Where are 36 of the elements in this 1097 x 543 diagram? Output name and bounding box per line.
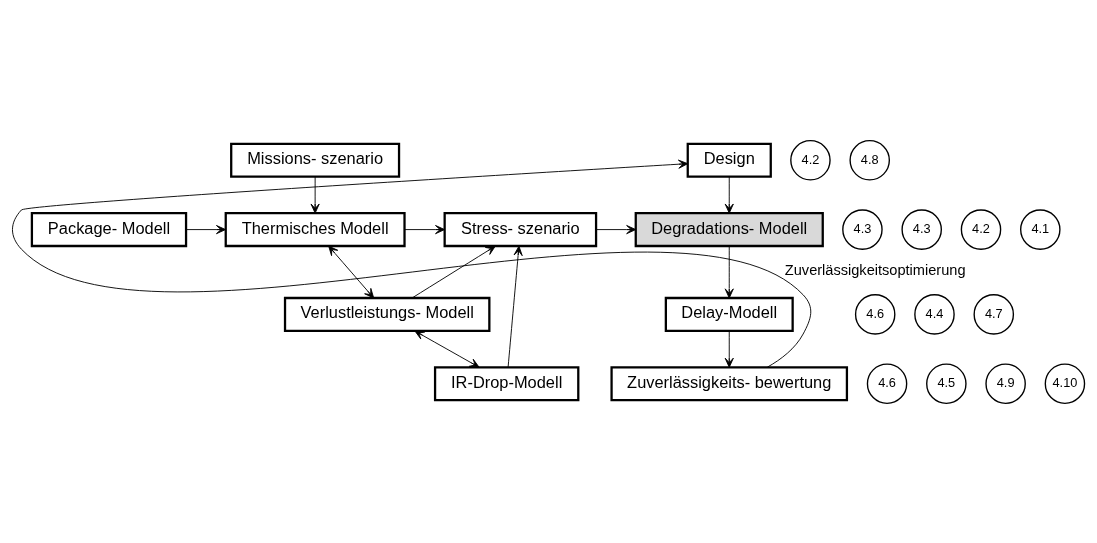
node-box: Package- Modell <box>30 211 188 247</box>
arrow <box>724 175 734 214</box>
arrow <box>414 330 480 368</box>
arrow <box>404 224 446 234</box>
arrow <box>507 245 523 367</box>
node-box: Degradations- Modell <box>634 211 824 247</box>
node-box: Missions- szenario <box>230 142 401 178</box>
arrow <box>411 245 496 298</box>
node-circle: 4.6 <box>854 293 896 335</box>
node-box: Verlustleistungs- Modell <box>283 296 491 332</box>
node-circle: 4.7 <box>973 293 1015 335</box>
node-box: IR-Drop-Modell <box>433 365 580 401</box>
node-circle: 4.2 <box>960 208 1002 250</box>
edge-label: Zuverlässigkeitsoptimierung <box>784 261 966 278</box>
node-circle: 4.3 <box>842 208 883 250</box>
node-box: Zuverlässigkeits- bewertung <box>610 365 849 401</box>
node-circle: 4.8 <box>849 139 890 181</box>
node-circle: 4.9 <box>985 362 1026 404</box>
node-box: Delay-Modell <box>664 296 794 332</box>
node-circle: 4.2 <box>790 139 831 181</box>
arrow <box>328 245 375 298</box>
node-circle: 4.6 <box>866 362 908 404</box>
arrow <box>595 224 637 234</box>
node-circle: 4.4 <box>914 293 955 335</box>
arrow <box>185 224 226 234</box>
node-circle: 4.1 <box>1020 208 1061 250</box>
node-box: Thermisches Modell <box>224 211 406 247</box>
node-box: Design <box>686 142 772 178</box>
arrow <box>724 245 734 298</box>
arrow <box>12 159 812 368</box>
node-circle: 4.5 <box>926 362 967 404</box>
arrow <box>724 330 734 368</box>
arrow <box>310 175 320 214</box>
node-circle: 4.3 <box>901 208 942 250</box>
node-circle: 4.10 <box>1044 362 1086 404</box>
node-box: Stress- szenario <box>443 211 598 247</box>
